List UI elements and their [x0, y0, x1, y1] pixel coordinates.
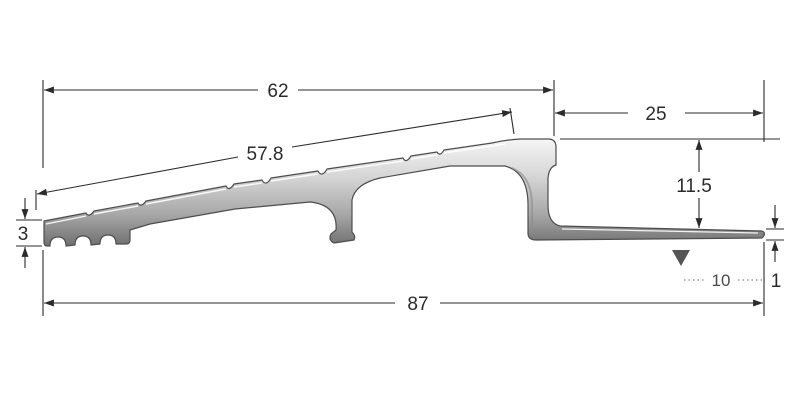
floor-level-icon: [672, 250, 690, 266]
aluminium-profile: [43, 138, 766, 247]
flange-highlight: [561, 228, 759, 234]
dimension-label-step-height: 11.5: [676, 176, 712, 197]
dimension-label-flange-thickness: 1: [771, 271, 782, 292]
dimension-right-width: 25: [555, 104, 763, 125]
profile-highlight: [45, 143, 506, 225]
dimension-slope-length: 57.8: [36, 110, 513, 196]
dimension-label-total-width: 87: [407, 294, 428, 315]
dimension-label-top-width: 62: [267, 81, 288, 102]
dimension-label-left-height: 3: [18, 224, 29, 245]
dimension-label-slope-length: 57.8: [247, 144, 284, 165]
dimension-left-height: 3: [18, 198, 29, 268]
dimension-total-width: 87: [44, 294, 763, 315]
extension-lines: [16, 80, 784, 316]
dimension-top-width: 62: [44, 81, 553, 102]
dimension-label-right-width: 25: [645, 104, 666, 125]
dimension-flange-thickness: 1: [771, 205, 782, 292]
dimension-label-floor-depth: 10: [712, 271, 731, 290]
profile-body: [43, 138, 766, 247]
dimension-step-height: 11.5: [676, 140, 712, 228]
step-shading: [511, 167, 533, 232]
dimension-floor-depth: 10: [672, 250, 762, 290]
